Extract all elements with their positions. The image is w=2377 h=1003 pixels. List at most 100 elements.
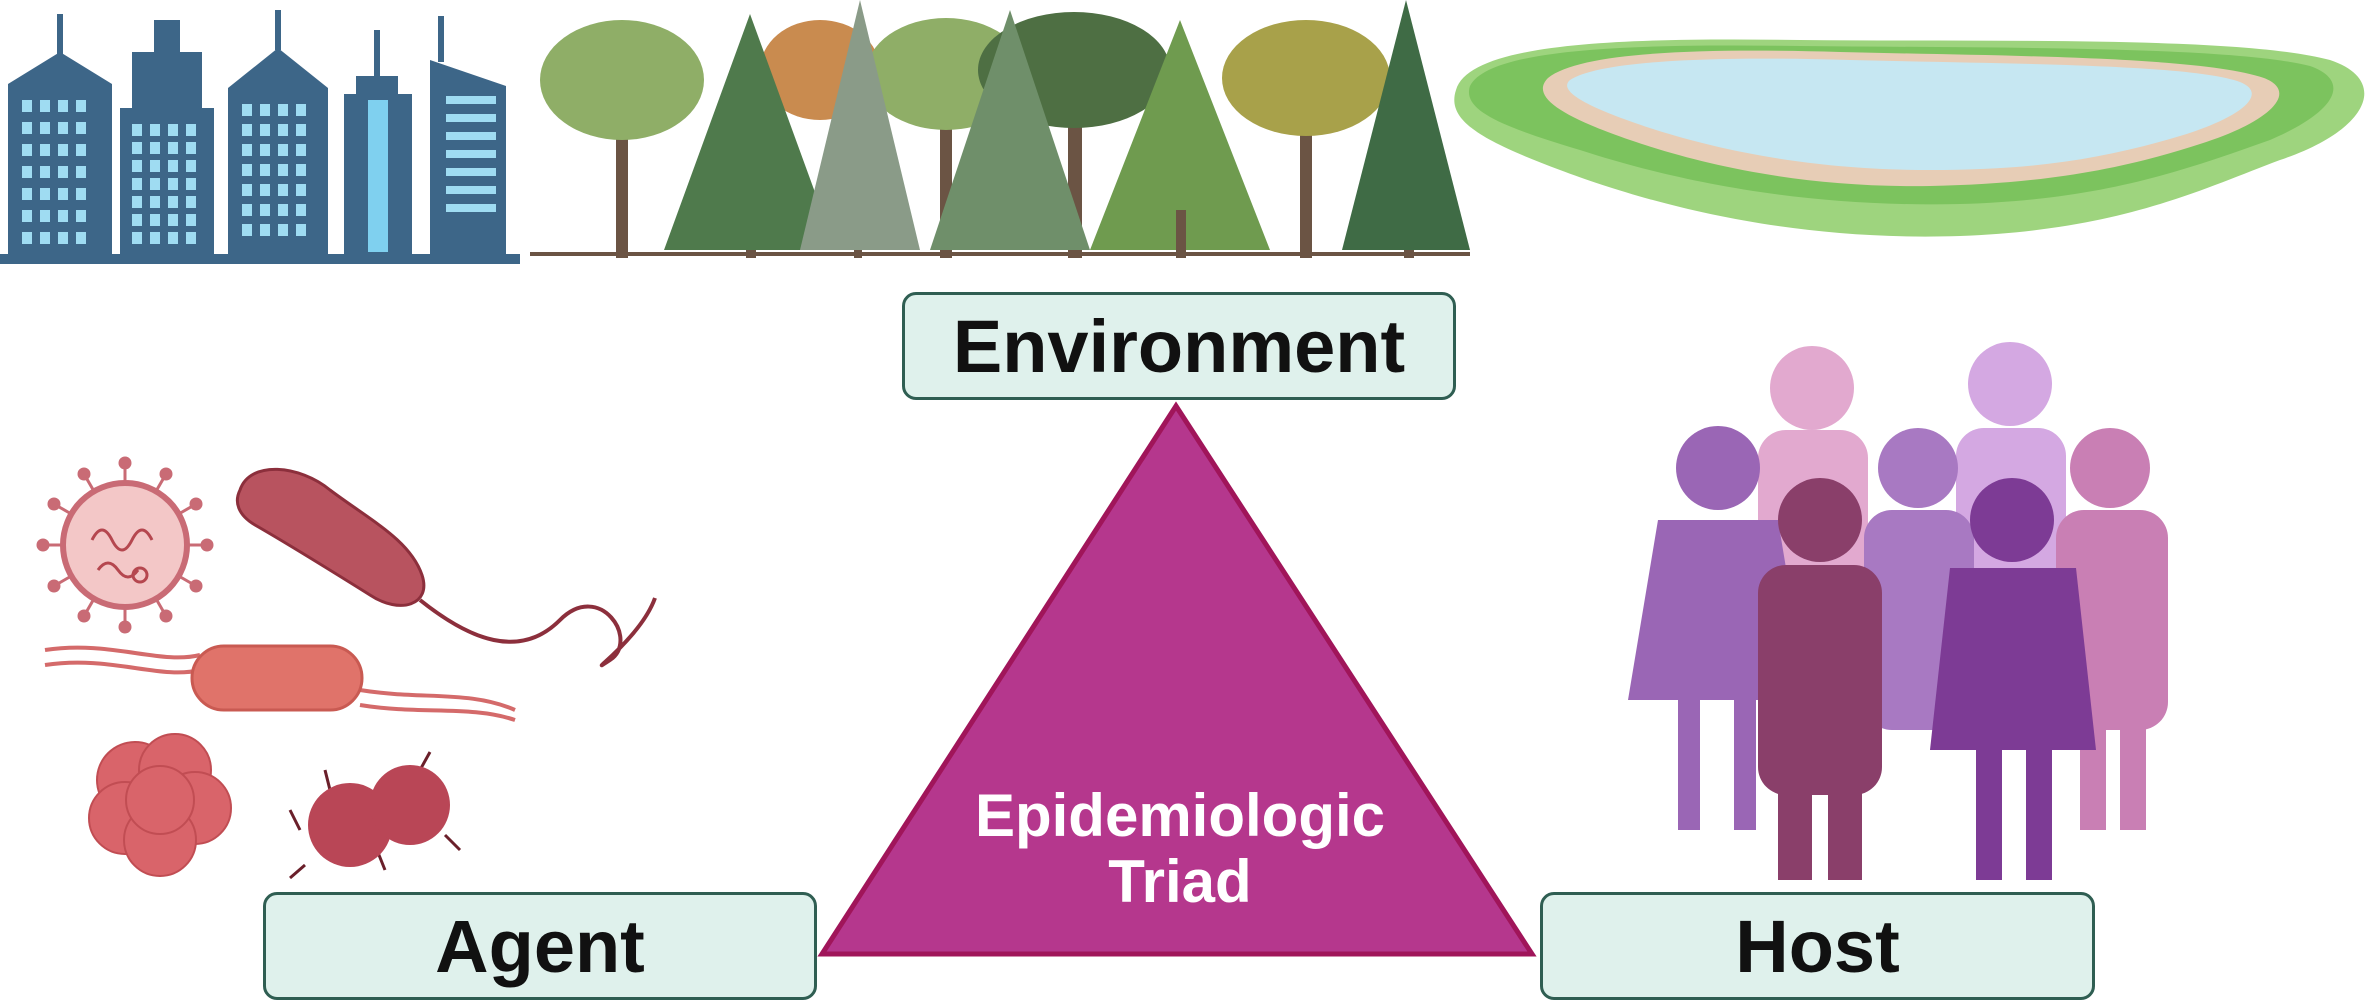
building-window xyxy=(76,232,86,244)
building-window xyxy=(278,184,288,196)
environment-label: Environment xyxy=(952,304,1406,388)
crowd-people-icon xyxy=(1628,342,2168,880)
triad-label-line1: Epidemiologic xyxy=(974,782,1386,849)
building-window xyxy=(58,100,68,112)
building-window xyxy=(186,214,196,226)
building-window xyxy=(76,188,86,200)
building-window xyxy=(76,166,86,178)
building-window xyxy=(150,142,160,154)
forest-trees-icon xyxy=(530,0,1470,258)
building-window xyxy=(58,188,68,200)
building-window xyxy=(186,232,196,244)
building-window xyxy=(186,196,196,208)
building-window xyxy=(260,104,270,116)
building-window xyxy=(278,124,288,136)
virus-spike-tip xyxy=(200,538,214,552)
virus-spike-tip xyxy=(47,497,61,511)
building-window xyxy=(260,184,270,196)
virus-spike-tip xyxy=(77,467,91,481)
building-window xyxy=(242,184,252,196)
virus-icon xyxy=(36,456,214,634)
building-window xyxy=(296,224,306,236)
building-window xyxy=(40,144,50,156)
building-window xyxy=(22,122,32,134)
building-window xyxy=(242,204,252,216)
virus-spike-tip xyxy=(159,467,173,481)
building-window xyxy=(296,104,306,116)
building-window xyxy=(278,224,288,236)
virus-spike-tip xyxy=(189,497,203,511)
building-window xyxy=(168,178,178,190)
building-window xyxy=(58,122,68,134)
building-window xyxy=(260,164,270,176)
building-window xyxy=(296,124,306,136)
building-window xyxy=(186,178,196,190)
building-window xyxy=(132,178,142,190)
building-window xyxy=(242,164,252,176)
building-window xyxy=(76,210,86,222)
building-window xyxy=(132,232,142,244)
building-window xyxy=(296,164,306,176)
building-window xyxy=(76,144,86,156)
host-label: Host xyxy=(1735,904,1900,988)
building-window xyxy=(260,224,270,236)
building-window xyxy=(278,144,288,156)
building-window xyxy=(186,142,196,154)
building-window xyxy=(168,160,178,172)
building-window xyxy=(132,214,142,226)
building-window xyxy=(22,144,32,156)
bacteria-icon xyxy=(44,467,657,880)
building-window xyxy=(40,100,50,112)
building-window xyxy=(58,144,68,156)
building-window xyxy=(150,178,160,190)
virus-spike-tip xyxy=(118,456,132,470)
building-window xyxy=(58,210,68,222)
lake-icon xyxy=(1454,39,2365,237)
host-box: Host xyxy=(1540,892,2095,1000)
triad-triangle xyxy=(817,401,1537,957)
building-window xyxy=(242,104,252,116)
virus-spike-tip xyxy=(189,579,203,593)
building-window xyxy=(40,166,50,178)
building-window xyxy=(22,188,32,200)
building-window xyxy=(40,232,50,244)
building-window xyxy=(22,100,32,112)
building-window xyxy=(22,232,32,244)
building-window xyxy=(168,214,178,226)
building-window xyxy=(260,204,270,216)
building-window xyxy=(242,224,252,236)
virus-spike-tip xyxy=(36,538,50,552)
building-window xyxy=(278,204,288,216)
building-window xyxy=(296,184,306,196)
agent-label: Agent xyxy=(435,904,645,988)
building-window xyxy=(58,166,68,178)
triad-label-line2: Triad xyxy=(1108,848,1252,915)
building-window xyxy=(132,160,142,172)
building-window xyxy=(242,124,252,136)
building-window xyxy=(40,188,50,200)
agent-box: Agent xyxy=(263,892,817,1000)
building-window xyxy=(132,142,142,154)
building-window xyxy=(278,104,288,116)
building-window xyxy=(260,144,270,156)
virus-spike-tip xyxy=(159,609,173,623)
building-window xyxy=(186,160,196,172)
building-window xyxy=(132,196,142,208)
building-window xyxy=(150,196,160,208)
building-window xyxy=(168,232,178,244)
building-window xyxy=(296,144,306,156)
building-window xyxy=(150,160,160,172)
building-window xyxy=(58,232,68,244)
building-window xyxy=(40,210,50,222)
building-window xyxy=(150,214,160,226)
building-window xyxy=(22,166,32,178)
triad-center-label: Epidemiologic Triad xyxy=(900,783,1460,915)
building-window xyxy=(150,124,160,136)
virus-spike-tip xyxy=(118,620,132,634)
building-window xyxy=(76,122,86,134)
building-window xyxy=(296,204,306,216)
building-window xyxy=(150,232,160,244)
building-window xyxy=(260,124,270,136)
virus-spike-tip xyxy=(77,609,91,623)
